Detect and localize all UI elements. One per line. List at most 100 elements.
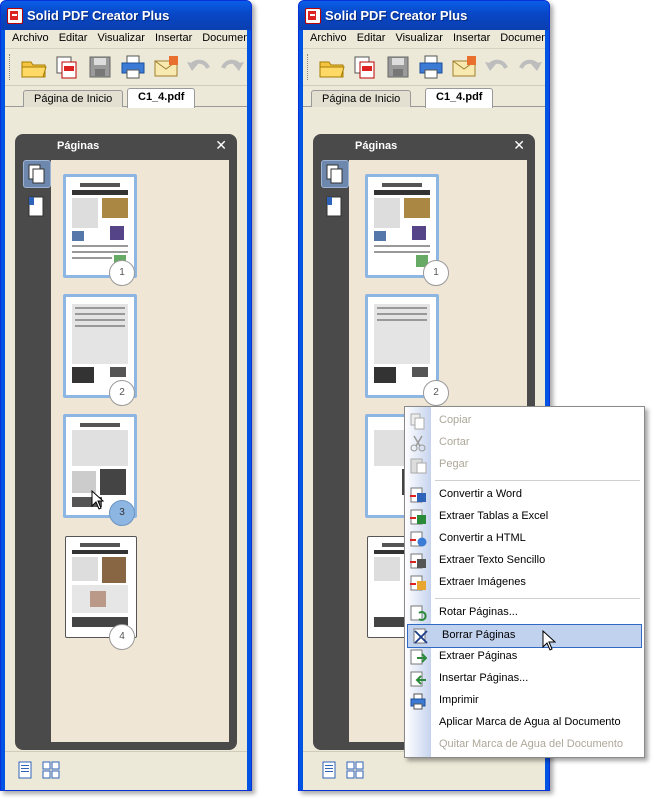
panel-close-icon[interactable]: ✕ [215, 137, 227, 153]
open-folder-icon[interactable] [18, 52, 49, 82]
tab-pagina-de-inicio[interactable]: Página de Inicio [23, 90, 124, 107]
menu-insertar[interactable]: Insertar [154, 32, 193, 44]
page-thumbnail[interactable] [365, 174, 439, 278]
menu-bar: Archivo Editar Visualizar Insertar Docum… [303, 30, 545, 49]
print-icon [409, 693, 427, 710]
menu-item-quitar-marca-de-agua[interactable]: Quitar Marca de Agua del Documento [439, 738, 624, 750]
pages-view-icon[interactable] [321, 160, 349, 188]
window-title: Solid PDF Creator Plus [325, 8, 468, 23]
redo-icon[interactable] [514, 52, 545, 82]
tab-pagina-de-inicio[interactable]: Página de Inicio [311, 90, 412, 107]
html-icon [409, 531, 427, 548]
paste-icon [409, 457, 427, 474]
menu-editar[interactable]: Editar [356, 32, 386, 44]
menu-document[interactable]: Document [500, 32, 545, 44]
document-tabs: Página de Inicio C1_4.pdf [303, 86, 545, 108]
panel-close-icon[interactable]: ✕ [513, 137, 525, 153]
save-disk-icon[interactable] [382, 52, 413, 82]
client-area: Archivo Editar Visualizar Insertar Docum… [5, 30, 247, 790]
pages-view-icon[interactable] [23, 160, 51, 188]
pages-panel: Páginas ✕ 1 2 3 4 [15, 134, 237, 750]
menu-item-extraer-tablas-a-excel[interactable]: Extraer Tablas a Excel [405, 506, 644, 528]
tab-c1-4-pdf[interactable]: C1_4.pdf [127, 88, 196, 108]
menu-item-convertir-a-html[interactable]: Convertir a HTML [405, 528, 644, 550]
copy-icon [409, 413, 427, 430]
menu-item-borrar-paginas[interactable]: Borrar Páginas [407, 624, 642, 648]
email-icon[interactable] [448, 52, 479, 82]
menu-separator [435, 480, 640, 481]
toolbar-grip[interactable] [9, 54, 13, 80]
print-icon[interactable] [415, 52, 446, 82]
bookmarks-view-icon[interactable] [321, 194, 347, 220]
multi-page-view-icon[interactable] [345, 760, 365, 780]
delete-pages-icon [412, 628, 430, 645]
page-number-badge: 1 [109, 260, 135, 286]
menu-item-copiar[interactable]: Copiar [405, 410, 644, 432]
menu-visualizar[interactable]: Visualizar [97, 32, 145, 44]
extract-pages-icon [409, 649, 428, 666]
page-number-badge: 1 [423, 260, 449, 286]
menu-item-extraer-paginas[interactable]: Extraer Páginas [405, 646, 644, 668]
convert-pdf-icon[interactable] [349, 52, 380, 82]
menu-editar[interactable]: Editar [58, 32, 88, 44]
menu-visualizar[interactable]: Visualizar [395, 32, 443, 44]
menu-item-pegar[interactable]: Pegar [405, 454, 644, 476]
page-number-badge-selected: 3 [109, 500, 135, 526]
panel-title: Páginas [355, 140, 398, 152]
window-title: Solid PDF Creator Plus [27, 8, 170, 23]
tab-c1-4-pdf[interactable]: C1_4.pdf [425, 88, 494, 108]
bookmarks-view-icon[interactable] [23, 194, 49, 220]
undo-icon[interactable] [481, 52, 512, 82]
redo-icon[interactable] [216, 52, 247, 82]
page-thumbnail[interactable] [365, 294, 439, 398]
excel-icon [409, 509, 427, 526]
thumbnails-area[interactable]: 1 2 3 4 [51, 160, 229, 742]
menu-item-insertar-paginas[interactable]: Insertar Páginas... [405, 668, 644, 690]
document-tabs: Página de Inicio C1_4.pdf [5, 86, 247, 108]
open-folder-icon[interactable] [316, 52, 347, 82]
bottom-bar [5, 751, 247, 790]
page-thumbnail[interactable] [65, 536, 137, 638]
panel-tools [23, 160, 51, 226]
rotate-icon [409, 605, 427, 622]
menu-item-imprimir[interactable]: Imprimir [405, 690, 644, 712]
menu-archivo[interactable]: Archivo [12, 32, 49, 44]
menu-item-cortar[interactable]: Cortar [405, 432, 644, 454]
title-bar[interactable]: Solid PDF Creator Plus [299, 1, 549, 30]
undo-icon[interactable] [183, 52, 214, 82]
app-pdf-icon [305, 8, 321, 24]
panel-tools [321, 160, 349, 226]
images-icon [409, 575, 427, 592]
email-icon[interactable] [150, 52, 181, 82]
title-bar[interactable]: Solid PDF Creator Plus [1, 1, 251, 30]
page-thumbnail[interactable] [63, 294, 137, 398]
menu-item-convertir-a-word[interactable]: Convertir a Word [405, 484, 644, 506]
menu-bar: Archivo Editar Visualizar Insertar Docum… [5, 30, 247, 49]
page-number-badge: 4 [109, 624, 135, 650]
menu-insertar[interactable]: Insertar [452, 32, 491, 44]
menu-document[interactable]: Document [202, 32, 247, 44]
convert-pdf-icon[interactable] [51, 52, 82, 82]
single-page-view-icon[interactable] [319, 760, 339, 780]
page-number-badge: 2 [423, 380, 449, 406]
menu-item-aplicar-marca-de-agua[interactable]: Aplicar Marca de Agua al Documento [439, 716, 621, 728]
print-icon[interactable] [117, 52, 148, 82]
menu-item-extraer-imagenes[interactable]: Extraer Imágenes [405, 572, 644, 594]
menu-separator [435, 598, 640, 599]
cut-icon [409, 435, 427, 452]
save-disk-icon[interactable] [84, 52, 115, 82]
single-page-view-icon[interactable] [15, 760, 35, 780]
multi-page-view-icon[interactable] [41, 760, 61, 780]
toolbar-grip[interactable] [307, 54, 311, 80]
mouse-cursor-icon [542, 630, 556, 651]
document-area: Páginas ✕ 1 2 3 4 [5, 124, 247, 752]
page-number-badge: 2 [109, 380, 135, 406]
mouse-cursor-icon [91, 490, 105, 510]
toolbar [5, 49, 247, 86]
menu-item-extraer-texto-sencillo[interactable]: Extraer Texto Sencillo [405, 550, 644, 572]
menu-archivo[interactable]: Archivo [310, 32, 347, 44]
context-menu: Copiar Cortar Pegar Convertir a Word Ext… [404, 406, 645, 758]
menu-item-rotar-paginas[interactable]: Rotar Páginas... [405, 602, 644, 624]
panel-title: Páginas [57, 140, 100, 152]
text-icon [409, 553, 427, 570]
